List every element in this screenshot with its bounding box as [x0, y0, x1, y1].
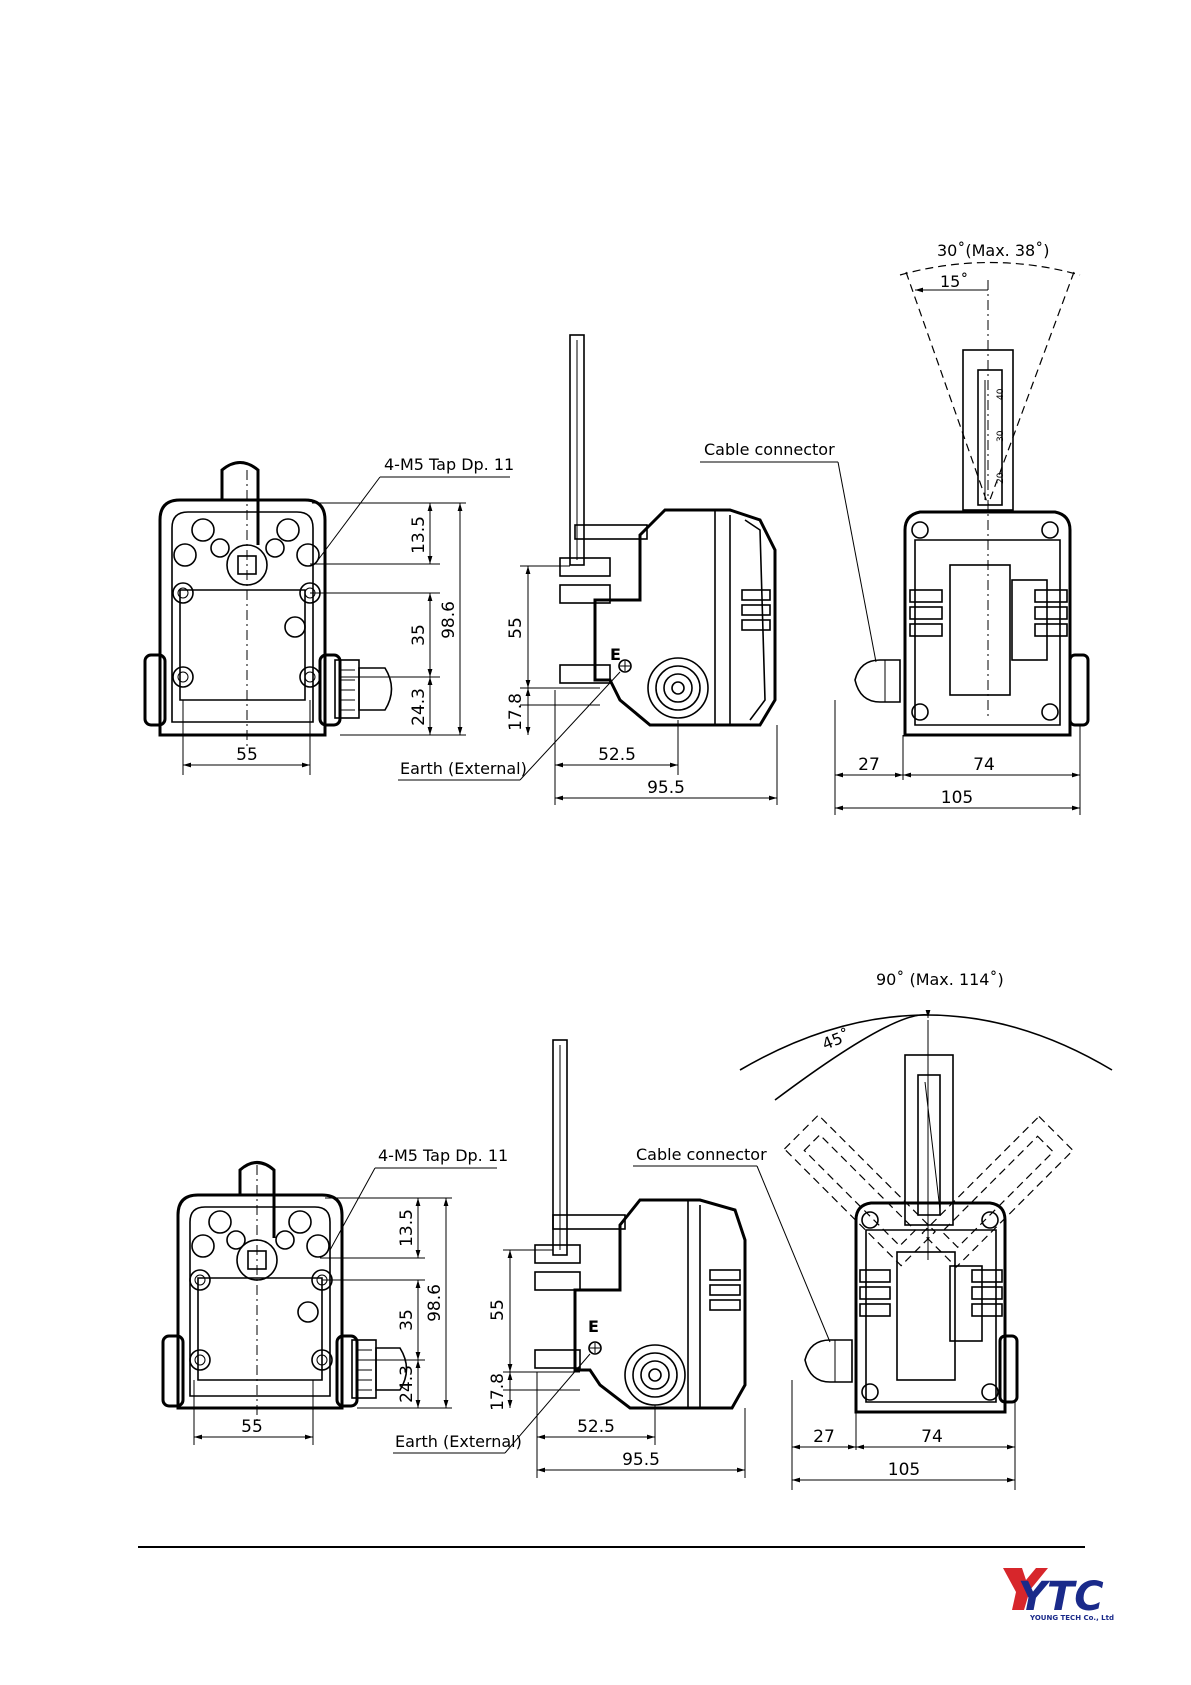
- bottom-drawing: 13.5 35 24.3 98.6 55 4-M5 Tap Dp. 11: [163, 970, 1112, 1490]
- bottom-rear-dim-74: 74: [921, 1427, 943, 1447]
- bottom-side-dim-52-5: 52.5: [577, 1417, 615, 1437]
- bottom-side-dims: 55 17.8 52.5 95.5: [488, 1250, 745, 1478]
- bottom-front-dim-13-5: 13.5: [397, 1209, 417, 1247]
- top-front-dim-55: 55: [236, 745, 258, 765]
- top-front-cable-gland: [335, 660, 392, 718]
- bottom-rear-dim-105: 105: [888, 1460, 920, 1480]
- bottom-rear-dim-27: 27: [813, 1427, 835, 1447]
- top-tap-label: 4-M5 Tap Dp. 11: [384, 455, 514, 474]
- bottom-front-view: 13.5 35 24.3 98.6 55 4-M5 Tap Dp. 11: [163, 1146, 508, 1445]
- top-side-dim-55: 55: [506, 617, 526, 639]
- bottom-rear-view: 90˚ (Max. 114˚) 45˚: [633, 970, 1112, 1490]
- top-side-dim-95-5: 95.5: [647, 778, 685, 798]
- top-front-dim-13-5: 13.5: [409, 516, 429, 554]
- bottom-earth-label: Earth (External): [395, 1432, 522, 1451]
- bottom-earth-mark: E: [588, 1317, 599, 1336]
- top-scale-tick-30: 30: [996, 430, 1006, 442]
- top-angle-half: 15˚: [940, 272, 968, 291]
- top-scale-tick-20: 20: [996, 472, 1006, 484]
- top-cable-label: Cable connector: [704, 440, 835, 459]
- bottom-front-dim-24-3: 24.3: [397, 1365, 417, 1403]
- bottom-side-dim-17-8: 17.8: [488, 1373, 508, 1411]
- top-front-view: 13.5 35 24.3 98.6 55 4-M5 Tap Dp. 11: [145, 455, 514, 775]
- top-front-dim-24-3: 24.3: [409, 688, 429, 726]
- logo-company: YOUNG TECH Co., Ltd: [1029, 1614, 1114, 1622]
- top-front-dim-98-6: 98.6: [439, 601, 459, 639]
- bottom-front-dim-55: 55: [241, 1417, 263, 1437]
- bottom-side-dim-55: 55: [488, 1299, 508, 1321]
- top-rear-dim-27: 27: [858, 755, 880, 775]
- bottom-angle-total: 90˚ (Max. 114˚): [876, 970, 1004, 989]
- company-logo: YTC YOUNG TECH Co., Ltd: [1003, 1568, 1114, 1622]
- top-earth-mark: E: [610, 645, 621, 664]
- top-earth-label: Earth (External): [400, 759, 527, 778]
- bottom-front-dim-98-6: 98.6: [425, 1284, 445, 1322]
- bottom-front-dim-35: 35: [397, 1309, 417, 1331]
- top-rear-dim-105: 105: [941, 788, 973, 808]
- footer: YTC YOUNG TECH Co., Ltd: [138, 1547, 1114, 1622]
- top-rear-dim-74: 74: [973, 755, 995, 775]
- bottom-side-dim-95-5: 95.5: [622, 1450, 660, 1470]
- top-scale-tick-40: 40: [996, 388, 1006, 400]
- top-front-dim-35: 35: [409, 624, 429, 646]
- bottom-tap-label: 4-M5 Tap Dp. 11: [378, 1146, 508, 1165]
- top-drawing: 13.5 35 24.3 98.6 55 4-M5 Tap Dp. 11: [145, 241, 1088, 815]
- top-side-dim-52-5: 52.5: [598, 745, 636, 765]
- top-side-dim-17-8: 17.8: [506, 693, 526, 731]
- top-angle-total: 30˚(Max. 38˚): [937, 241, 1049, 260]
- top-side-dims: 55 17.8 52.5 95.5: [506, 566, 777, 805]
- bottom-cable-label: Cable connector: [636, 1145, 767, 1164]
